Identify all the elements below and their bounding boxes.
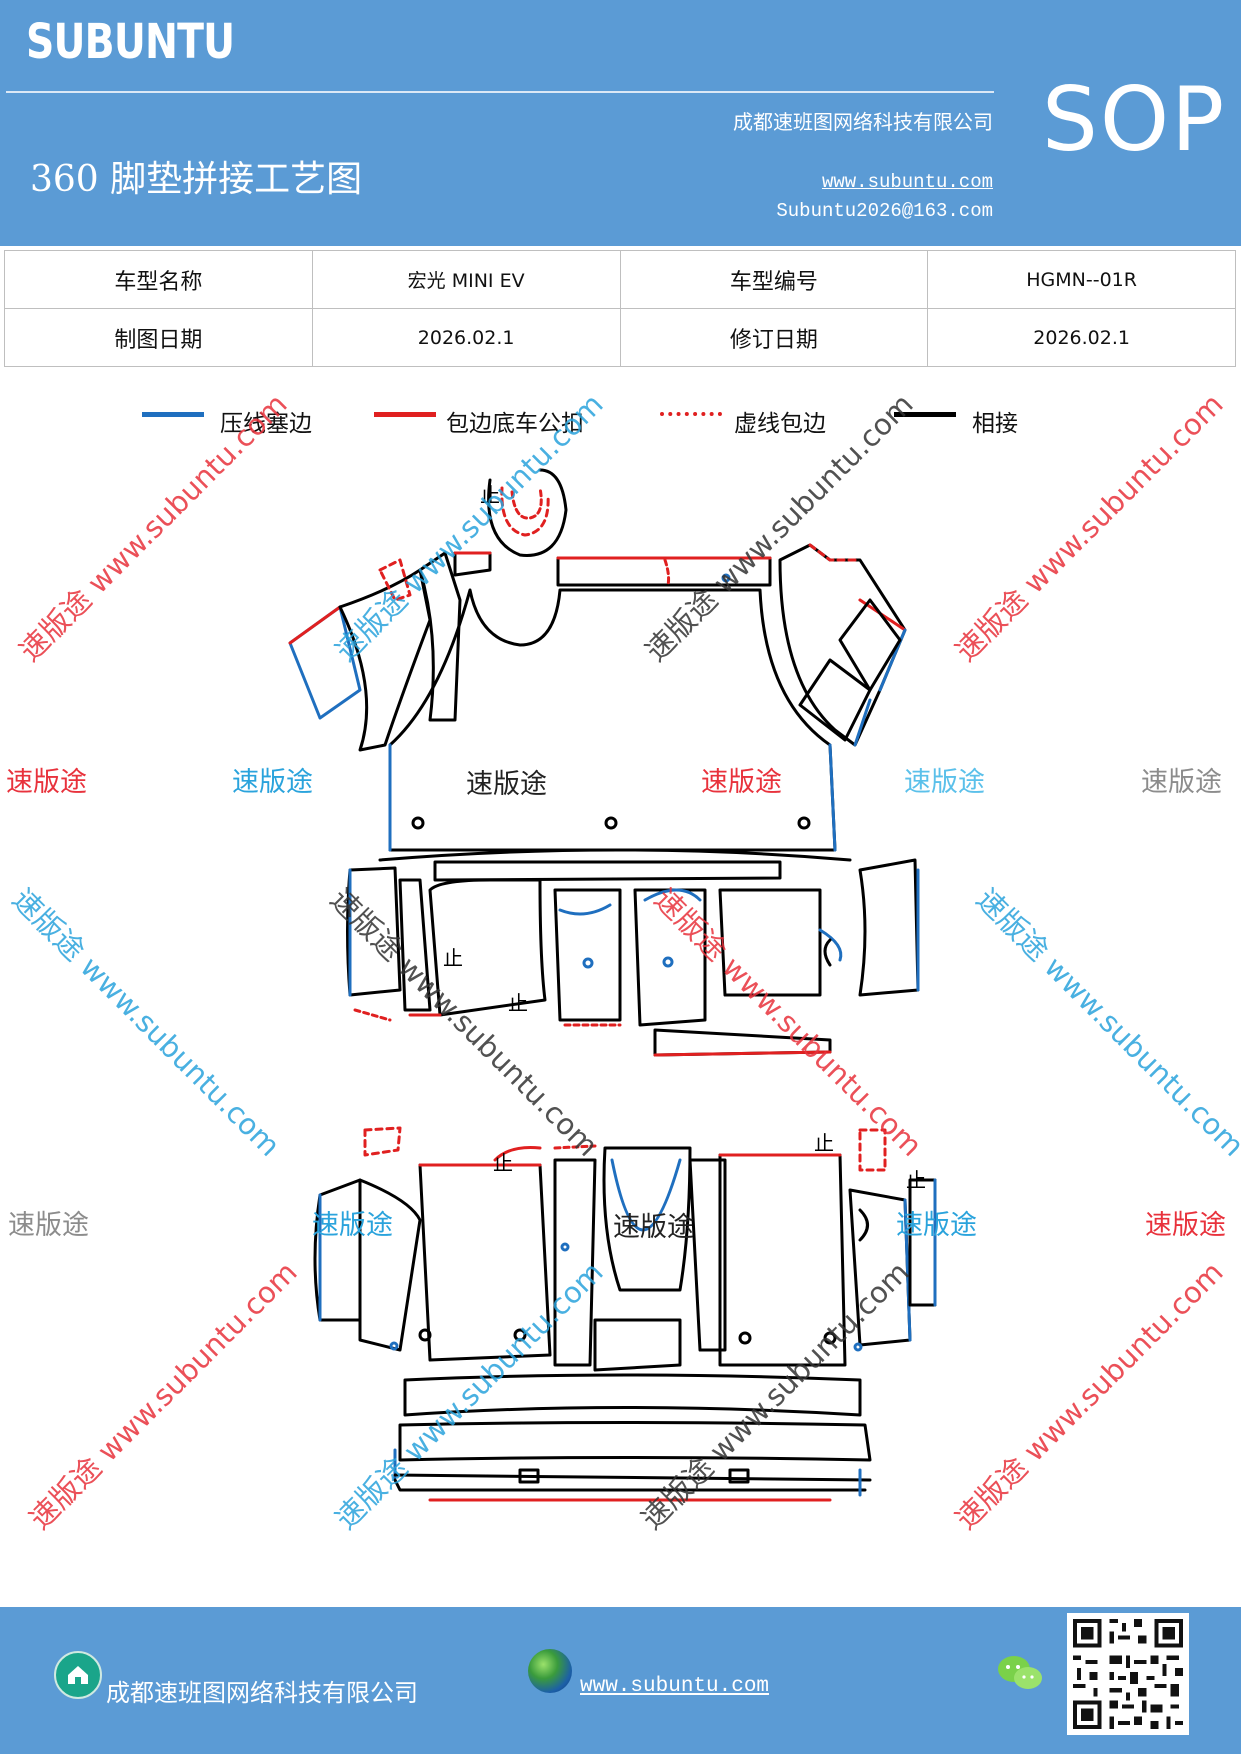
table-row: 制图日期 2026.02.1 修订日期 2026.02.1 [4,308,1236,367]
watermark: 速版途 [613,1212,694,1243]
stop-marker: 止 [814,1131,834,1155]
globe-icon [528,1649,572,1693]
watermark: 速版途 [896,1210,977,1241]
header-banner: SUBUNTU 成都速班图网络科技有限公司 360 脚垫拼接工艺图 www.su… [0,0,1241,246]
watermark: 速版途 [701,767,782,798]
legend-swatch-blue [142,412,204,417]
watermark: 速版途 [466,769,547,800]
legend-swatch-red [374,412,436,417]
label-model-name: 车型名称 [4,250,313,309]
company-name: 成都速班图网络科技有限公司 [733,110,993,134]
footer-website-link[interactable]: www.subuntu.com [580,1675,770,1698]
footer-banner: 成都速班图网络科技有限公司 www.subuntu.com [0,1607,1241,1754]
watermark: 速版途 [904,767,985,798]
mat-piece-front-center [388,551,837,852]
label-revise-date: 修订日期 [619,308,929,367]
qr-code[interactable] [1067,1613,1189,1735]
legend-label: 包边底车公扣 [446,411,584,437]
wechat-icon[interactable] [996,1653,1044,1693]
mat-piece-front-left [288,551,462,752]
table-row: 车型名称 宏光 MINI EV 车型编号 HGMN--01R [4,250,1236,309]
legend-swatch-red-dashed [660,412,722,416]
legend-label: 压线塞边 [220,411,312,437]
mat-piece-rear-floor [313,1126,937,1372]
footer-company: 成都速班图网络科技有限公司 [106,1679,418,1707]
stop-marker: 止 [443,946,463,970]
label-draw-date: 制图日期 [4,308,313,367]
header-divider [6,91,994,93]
stop-marker: 止 [906,1168,926,1192]
website-link[interactable]: www.subuntu.com [821,171,993,193]
vehicle-info-table: 车型名称 宏光 MINI EV 车型编号 HGMN--01R 制图日期 2026… [4,250,1236,367]
legend-label: 虚线包边 [734,411,826,437]
value-model-name: 宏光 MINI EV [311,250,621,309]
watermark: 速版途 [232,767,313,798]
brand-logo: SUBUNTU [26,14,235,70]
stop-marker: 止 [508,991,528,1015]
sop-badge: SOP [1042,68,1227,171]
mat-piece-hump [487,468,568,557]
mat-piece-rear-strips [393,1373,872,1502]
watermark: 速版途 [8,1210,89,1241]
watermark: 速版途 [1145,1210,1226,1241]
legend-label: 相接 [972,411,1018,437]
floor-mat-diagram: 止 止 止 止 止 止 [288,468,937,1502]
mat-piece-middle-band [346,848,920,1057]
watermark: 速版途 [6,767,87,798]
document-title: 360 脚垫拼接工艺图 [30,159,363,200]
label-model-code: 车型编号 [619,250,929,309]
legend-swatch-black [894,412,956,417]
watermark: 速版途 [1141,767,1222,798]
value-model-code: HGMN--01R [927,250,1236,309]
home-icon-glyph [68,1666,88,1684]
mat-piece-front-right [778,543,907,747]
stop-marker: 止 [493,1151,513,1175]
watermark: 速版途 [312,1210,393,1241]
stop-marker: 止 [480,483,500,507]
value-draw-date: 2026.02.1 [311,308,621,367]
line-legend: 压线塞边 包边底车公扣 虚线包边 相接 [0,404,1241,440]
value-revise-date: 2026.02.1 [927,308,1236,367]
email-address: Subuntu2026@163.com [776,200,993,222]
home-icon [54,1651,102,1699]
